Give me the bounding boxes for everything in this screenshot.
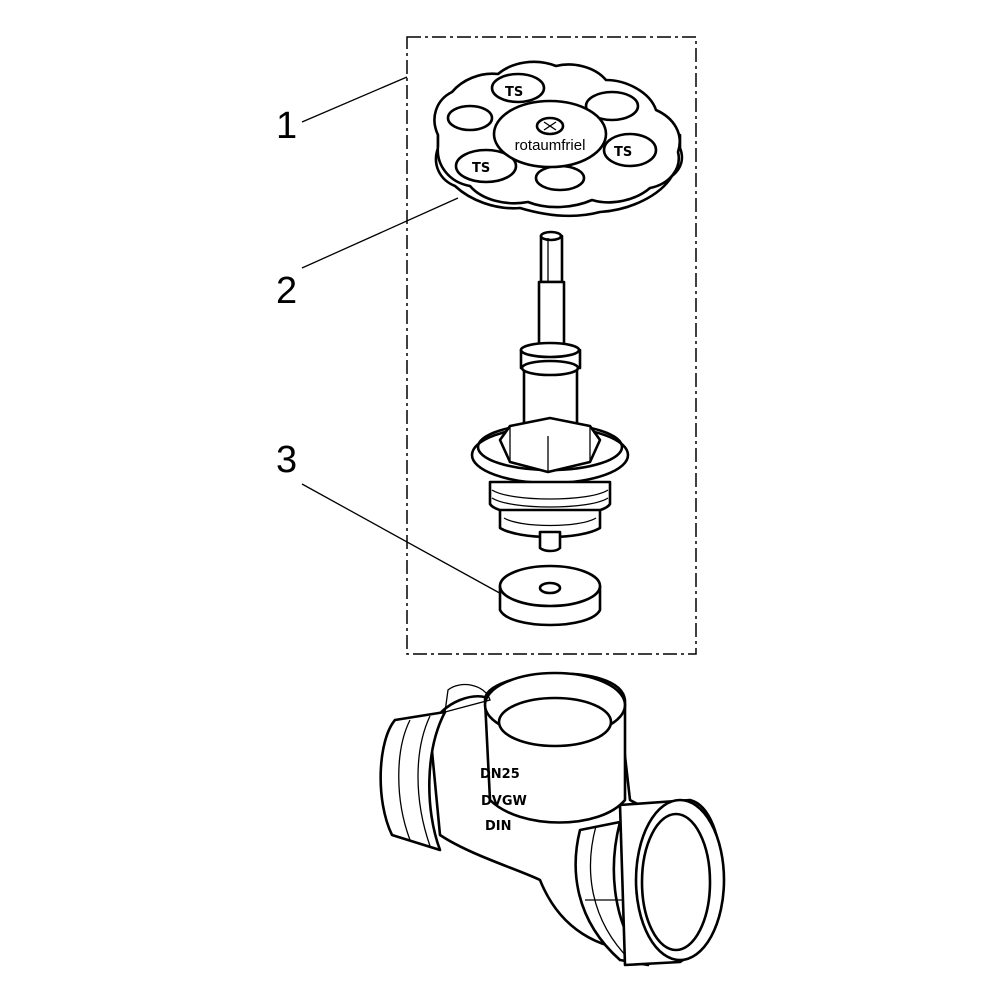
body-marking-line2: DVGW (481, 794, 527, 809)
left-union-nut (379, 710, 447, 852)
callout-number-1: 1 (276, 105, 297, 147)
body-marking-line1: DN25 (480, 767, 520, 782)
valve-body: DN25 DVGW DIN (379, 671, 726, 967)
spoke-opening-lower-right (602, 132, 658, 168)
leader-line-2 (301, 197, 459, 269)
spindle-shaft (537, 280, 566, 352)
callout-number-2: 2 (276, 270, 297, 312)
washer-hole (538, 581, 562, 595)
callout-3: 3 (276, 439, 506, 597)
assembly-boundary (406, 36, 697, 655)
callout-2: 2 (276, 197, 459, 312)
spindle-square-end (539, 234, 564, 284)
body-marking-line3: DIN (485, 819, 512, 834)
washer (498, 564, 602, 627)
wheel-hub-text: rotaumfriel (515, 137, 586, 154)
spindle-upper-part (470, 230, 630, 553)
spoke-opening-bottom (534, 164, 586, 192)
spoke-opening-right (584, 90, 640, 122)
spoke-opening-top (490, 72, 546, 104)
spoke-opening-left (454, 148, 518, 184)
spoke-opening-upper-left (446, 104, 494, 132)
leader-line-1 (301, 76, 408, 123)
callout-1: 1 (276, 76, 408, 147)
wheel-logo-right: TS (614, 145, 632, 160)
handwheel: TS TS TS rotaumfriel (433, 60, 684, 218)
leader-line-3 (301, 483, 506, 597)
hex-nut (498, 416, 602, 474)
valve-pin (538, 530, 562, 553)
wheel-logo-left: TS (472, 161, 490, 176)
wheel-logo-top: TS (505, 85, 523, 100)
callout-number-3: 3 (276, 439, 297, 481)
